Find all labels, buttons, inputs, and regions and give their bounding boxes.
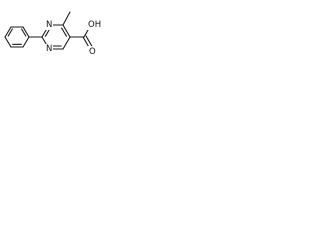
bond-py-c5-c4 — [62, 36, 71, 50]
bond-ph-3 — [22, 26, 30, 38]
atom-n-bottom: N — [46, 44, 52, 54]
atom-o-carbonyl: O — [89, 47, 96, 57]
atom-n-top: N — [46, 20, 52, 30]
bond-ph-1 — [4, 26, 12, 38]
phenyl-ring — [4, 26, 30, 48]
bond-ph-6 — [4, 36, 12, 48]
bond-ph-4 — [22, 36, 30, 48]
bond-py-c6-c5 — [62, 24, 71, 38]
bond-py-double-2 — [61, 27, 68, 37]
bond-methyl — [62, 11, 71, 26]
atom-hydroxyl: OH — [88, 20, 101, 30]
bond-ph-double-1 — [7, 28, 13, 37]
bond-ph-double-2 — [21, 28, 27, 37]
structure-diagram: N N OH O — [4, 11, 101, 57]
